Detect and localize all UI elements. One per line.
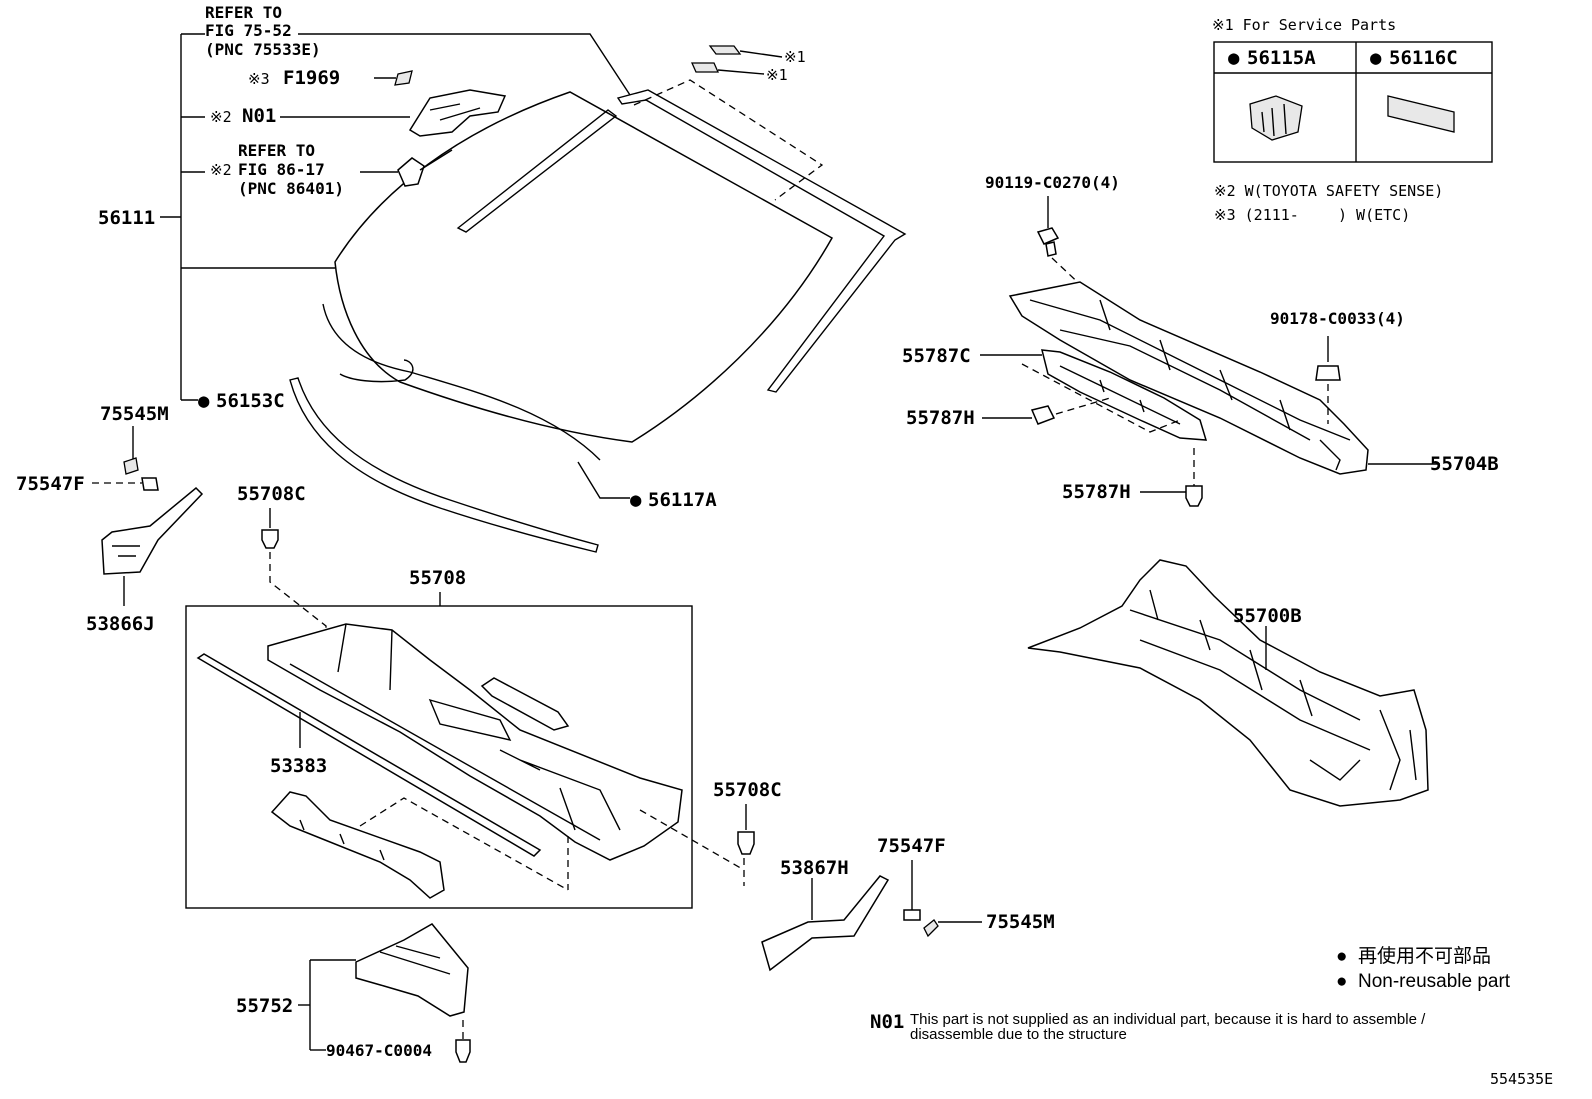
clip-55708c-right	[639, 804, 755, 886]
camera-bracket-n01	[280, 89, 507, 137]
note-mark2: ※2 W(TOYOTA SAFETY SENSE)	[1214, 182, 1443, 200]
dot-56116c: ●	[1370, 47, 1382, 69]
label-75545m-right: 75545M	[986, 911, 1055, 933]
label-55787c: 55787C	[902, 345, 971, 367]
label-56116c: 56116C	[1389, 47, 1458, 69]
refer-fig75-line3: (PNC 75533E)	[205, 40, 321, 59]
clip-75545m-right	[923, 919, 982, 938]
bracket-55752	[298, 959, 356, 1051]
cowl-panel-55704b	[1008, 281, 1440, 475]
mark1-pad-b: ※1	[766, 66, 788, 84]
note-mark3-b: ) W(ETC)	[1338, 206, 1410, 224]
label-75547f-right: 75547F	[877, 835, 946, 857]
service-part-56116c-drawing	[1387, 95, 1455, 133]
etc-unit-f1969	[374, 70, 413, 86]
dam-56153c	[289, 377, 599, 553]
mark1-pad-a: ※1	[784, 48, 806, 66]
footnote-line1: This part is not supplied as an individu…	[910, 1011, 1426, 1028]
mark3-f1969: ※3	[248, 70, 270, 88]
seal-53866j	[101, 486, 204, 606]
label-55700b: 55700B	[1233, 605, 1302, 627]
refer-fig75-line2: FIG 75-52	[205, 21, 292, 40]
legend-jp: 再使用不可部品	[1358, 945, 1491, 967]
label-55787h-2: 55787H	[1062, 481, 1131, 503]
legend-dot-jp: ●	[1336, 946, 1347, 967]
refer-fig75-line1: REFER TO	[205, 3, 282, 22]
label-55708c-top: 55708C	[237, 483, 306, 505]
cowl-louver	[267, 623, 683, 861]
label-53867h: 53867H	[780, 857, 849, 879]
mark2-n01: ※2	[210, 108, 232, 126]
cowl-top-box	[185, 592, 693, 909]
panel-55787c	[980, 349, 1208, 441]
label-90178: 90178-C0033(4)	[1270, 309, 1405, 328]
dash-panel-55700b	[1027, 559, 1429, 807]
label-75547f-left: 75547F	[16, 473, 85, 495]
label-56153c: 56153C	[216, 390, 285, 412]
label-56115a: 56115A	[1247, 47, 1316, 69]
label-55708: 55708	[409, 567, 466, 589]
bracket-56111	[160, 33, 335, 401]
windshield-moulding	[616, 89, 907, 393]
label-n01: N01	[242, 105, 276, 127]
label-55787h-1: 55787H	[906, 407, 975, 429]
footnote-line2: disassemble due to the structure	[910, 1026, 1127, 1043]
seal-53867h	[761, 875, 890, 972]
label-90119: 90119-C0270(4)	[985, 173, 1120, 192]
label-75545m-left: 75545M	[100, 403, 169, 425]
service-parts-box	[1213, 41, 1493, 163]
sensor-bracket-86401	[360, 149, 453, 187]
service-part-56115a-drawing	[1249, 95, 1303, 141]
nut-90178	[1315, 336, 1341, 424]
mark2-fig86: ※2	[210, 161, 232, 179]
clip-55787h-1	[982, 397, 1111, 425]
bolt-90119	[1036, 196, 1087, 291]
refer-fig86-line3: (PNC 86401)	[238, 179, 344, 198]
service-pad-top	[690, 45, 783, 75]
label-53383: 53383	[270, 755, 327, 777]
clip-55787h-2	[1140, 448, 1203, 507]
cowl-side-55752	[355, 923, 469, 1017]
refer-fig86-line2: FIG 86-17	[238, 160, 325, 179]
legend-dot-en: ●	[1336, 971, 1347, 992]
cowl-lower-bracket	[270, 791, 569, 899]
dot-56115a: ●	[1228, 47, 1240, 69]
service-box-title: ※1 For Service Parts	[1212, 16, 1396, 34]
refer-fig86-line1: REFER TO	[238, 141, 315, 160]
fastener-75547f-left	[92, 477, 159, 491]
label-56117a: 56117A	[648, 489, 717, 511]
windshield-glass	[322, 91, 834, 461]
clip-75545m-left	[123, 426, 139, 475]
label-55752: 55752	[236, 995, 293, 1017]
note-mark3-a: ※3 (2111-	[1214, 206, 1299, 224]
legend-en: Non-reusable part	[1358, 971, 1511, 992]
dot-56117a: ●	[630, 489, 642, 511]
label-f1969: F1969	[283, 67, 340, 89]
footnote-code: N01	[870, 1011, 904, 1033]
cowl-cap-piece	[480, 677, 570, 731]
label-53866j: 53866J	[86, 613, 155, 635]
label-56111: 56111	[98, 207, 155, 229]
weatherstrip-53383	[196, 653, 542, 857]
label-55708c-right: 55708C	[713, 779, 782, 801]
label-90467: 90467-C0004	[326, 1041, 432, 1060]
dot-56153c: ●	[198, 390, 210, 412]
fastener-75547f-right	[903, 860, 921, 921]
clip-90467	[455, 1020, 471, 1063]
figure-id: 554535E	[1490, 1070, 1553, 1088]
label-55704b: 55704B	[1430, 453, 1499, 475]
